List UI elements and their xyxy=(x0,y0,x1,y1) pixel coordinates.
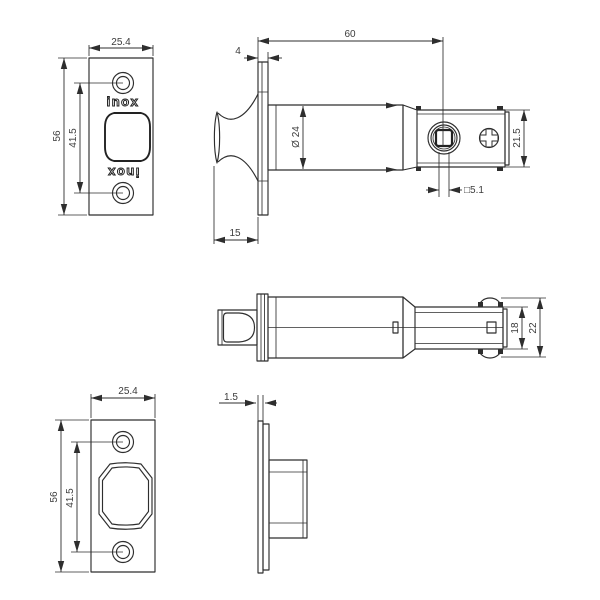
dim-faceplate-height: 56 xyxy=(52,57,87,216)
dim-faceplate-width: 25.4 xyxy=(88,37,154,56)
dim-strike-height: 56 xyxy=(49,419,89,573)
dim-faceplate-width-label: 25.4 xyxy=(111,37,131,48)
phillips-screw xyxy=(478,127,500,149)
dim-bolt-projection-label: 15 xyxy=(229,228,241,239)
dim-case-height: 21.5 xyxy=(505,109,530,168)
dim-backset-label: 60 xyxy=(344,29,356,40)
dim-strike-thickness: 1.5 xyxy=(219,392,277,407)
dim-bolt-projection: 15 xyxy=(213,166,259,244)
dim-strike-thickness-label: 1.5 xyxy=(224,392,238,403)
faceplate-edge-top xyxy=(256,293,269,362)
bolt-cutout xyxy=(104,112,151,162)
latch-case-top xyxy=(414,297,508,359)
faceplate-edge xyxy=(257,61,269,216)
strike-plate-side-view: 1.5 xyxy=(219,392,308,574)
dim-case-width-label: 18 xyxy=(510,322,521,334)
strike-plate-edge xyxy=(257,420,264,574)
latch-case xyxy=(416,106,510,171)
latch-bolt-top xyxy=(217,309,258,346)
dim-faceplate-height-label: 56 xyxy=(52,130,63,142)
faceplate-outline xyxy=(88,57,154,216)
dim-strike-width: 25.4 xyxy=(90,386,156,418)
strike-plate-front-view: 25.4 56 41.5 xyxy=(49,386,156,573)
dim-backset: 60 xyxy=(257,29,444,146)
inox-logo-bottom: inox xyxy=(107,165,140,180)
strike-plate-backing xyxy=(262,423,270,571)
strike-plate-outline xyxy=(90,419,156,573)
dim-strike-width-label: 25.4 xyxy=(118,386,138,397)
dim-case-width: 18 xyxy=(503,306,528,350)
spindle-square-hole xyxy=(434,128,454,148)
dim-faceplate-thickness-label: 4 xyxy=(235,46,241,57)
strike-cutout xyxy=(98,462,153,530)
dim-strike-height-label: 56 xyxy=(49,491,60,503)
inox-logo-top: inox xyxy=(107,94,140,109)
dim-strike-hole-spacing: 41.5 xyxy=(65,441,123,553)
dim-overall-width: 22 xyxy=(501,297,546,358)
dim-overall-width-label: 22 xyxy=(528,322,539,334)
dim-faceplate-thickness: 4 xyxy=(235,46,282,62)
latch-bolt xyxy=(213,93,259,182)
dim-strike-hole-spacing-label: 41.5 xyxy=(65,488,76,508)
faceplate-front-view: inox inox 25.4 56 41.5 xyxy=(52,37,154,216)
dim-spindle-hole-label: □5.1 xyxy=(464,185,484,196)
strike-dust-box xyxy=(268,459,308,539)
spindle-boss xyxy=(427,121,461,155)
latch-top-view: 18 22 xyxy=(217,293,546,362)
latch-side-view: 60 4 Ø 24 21.5 □5.1 15 xyxy=(213,29,530,244)
dim-spindle-hole: □5.1 xyxy=(426,152,484,197)
dim-faceplate-hole-spacing: 41.5 xyxy=(68,82,123,194)
dim-barrel-diameter: Ø 24 xyxy=(291,106,307,169)
latch-barrel-top xyxy=(267,296,416,359)
dim-barrel-diameter-label: Ø 24 xyxy=(291,126,302,148)
dim-case-height-label: 21.5 xyxy=(512,128,523,148)
dim-faceplate-hole-spacing-label: 41.5 xyxy=(68,128,79,148)
latch-barrel xyxy=(267,102,418,173)
